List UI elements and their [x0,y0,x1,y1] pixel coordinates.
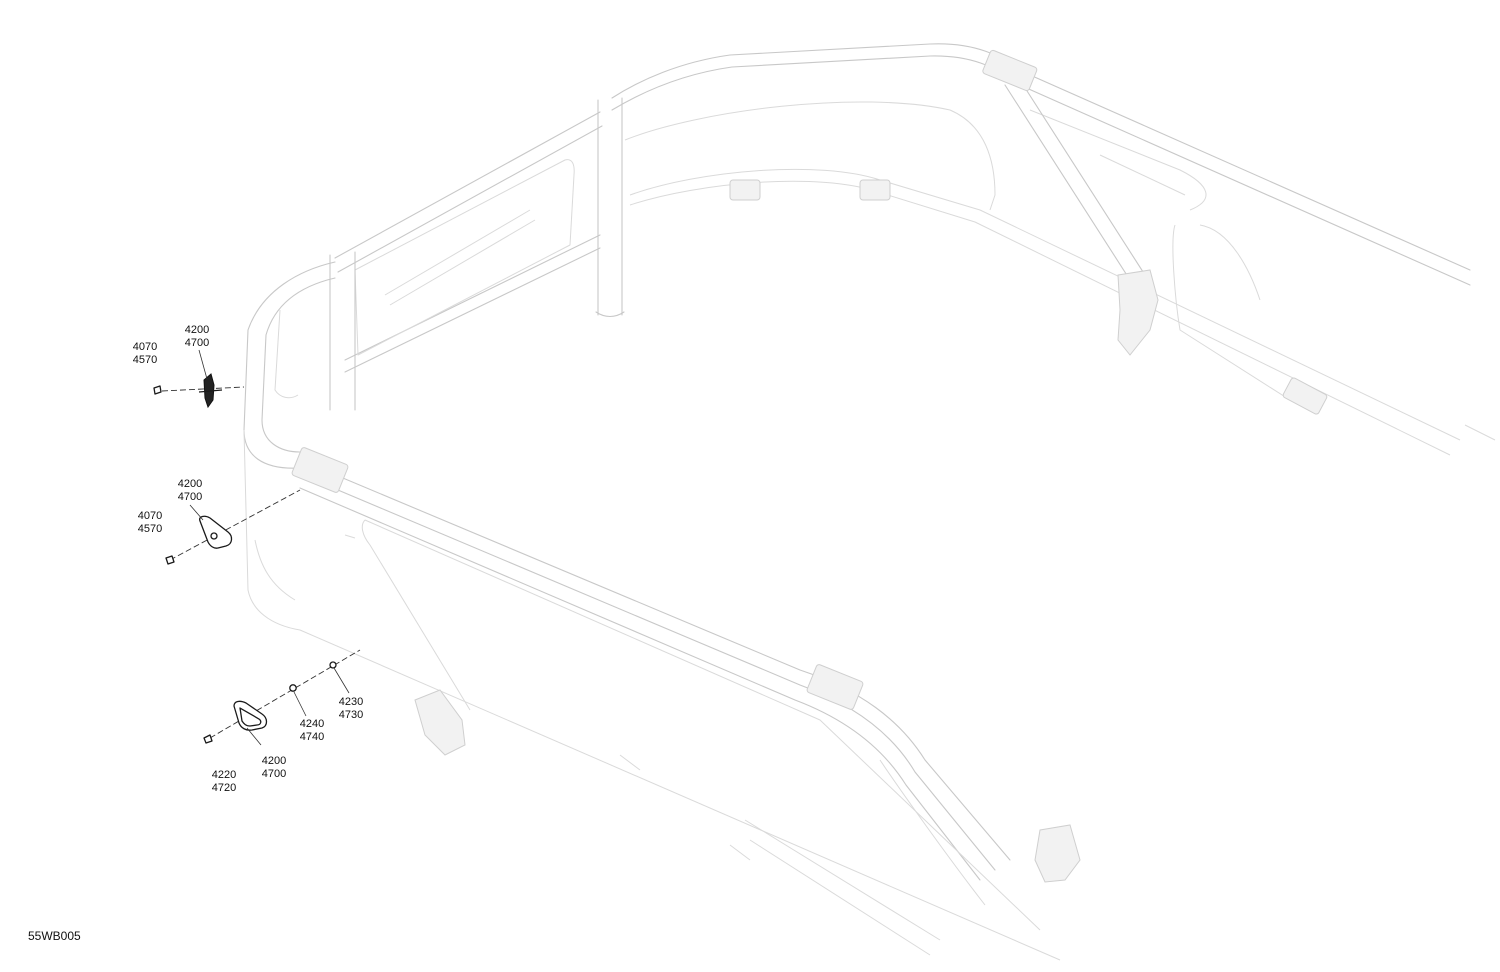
screw-part [165,555,175,565]
pointer-line [293,691,307,717]
pointer-line [189,504,204,521]
pointer-line [198,349,208,380]
washer-part [289,684,297,692]
drawing-code: 55WB005 [28,929,81,943]
assembly-group-middle [165,489,301,565]
pointer-line [246,727,262,746]
leader-line [161,386,245,392]
screw-part [153,385,162,395]
plate-inner [239,707,262,727]
screw-part [203,734,213,744]
nut-part [329,661,337,669]
pointer-line [333,667,350,694]
assembly-group-top [153,349,245,409]
fence-ghost-outline [243,43,1496,961]
leader-line [209,649,361,739]
leader-line [169,489,301,561]
plate-hole [210,532,218,540]
plate-lip [198,389,223,393]
assembly-group-bottom [203,649,361,746]
plate-part [199,515,233,549]
